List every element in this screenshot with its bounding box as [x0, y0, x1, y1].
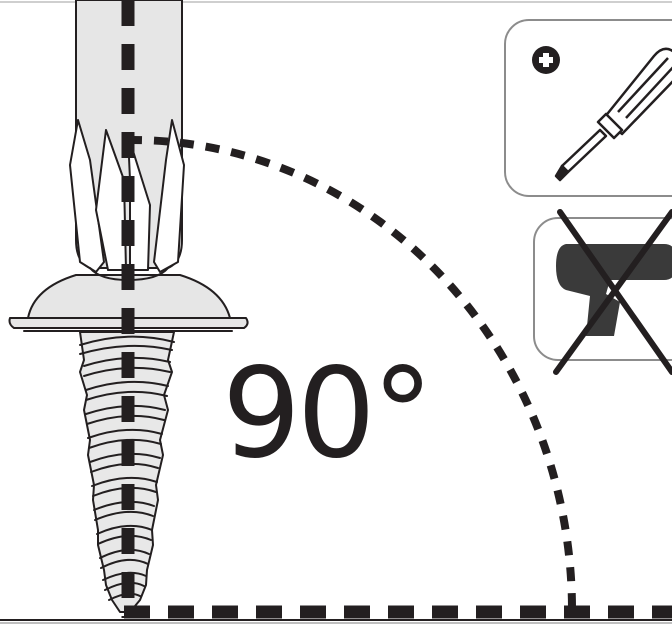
drill-panel — [533, 209, 672, 375]
right-angle-arc — [127, 135, 577, 613]
fastener-expansion-legs — [69, 119, 185, 281]
power-drill-icon — [556, 244, 672, 336]
phillips-screwdriver-icon — [554, 47, 672, 182]
phillips-head-icon — [532, 46, 560, 74]
prohibited-cross-icon — [553, 209, 672, 375]
screwdriver-panel — [504, 19, 672, 197]
angle-label: 90° — [222, 342, 434, 486]
